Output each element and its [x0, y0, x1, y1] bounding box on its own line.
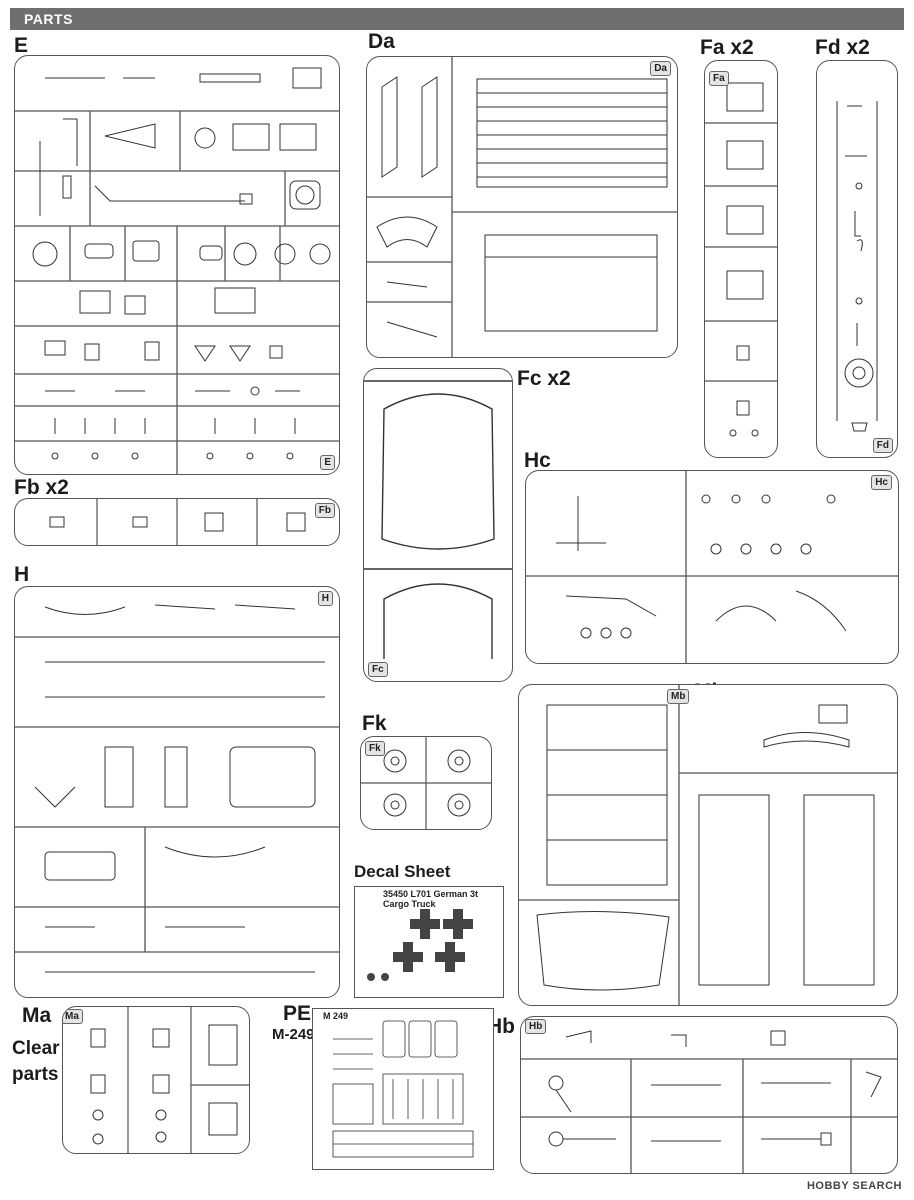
sprue-ma-tag: Ma: [63, 1009, 83, 1024]
sprue-fc-drawing: [364, 380, 512, 659]
sprue-fb-drawing: [49, 499, 306, 545]
label-pe-code: M-249: [272, 1026, 315, 1043]
label-clear: Clear: [12, 1038, 60, 1059]
label-hb: Hb: [487, 1015, 515, 1038]
sprue-fb: Fb: [14, 498, 340, 546]
label-ma: Ma: [22, 1004, 52, 1027]
sprue-fb-tag: Fb: [314, 503, 335, 518]
label-hc: Hc: [524, 449, 551, 472]
decal-sheet: 35450 L701 German 3t Cargo Truck: [354, 886, 504, 998]
sprue-hb: Hb: [520, 1016, 898, 1174]
label-h: H: [14, 563, 30, 586]
sprue-ma-drawing: [90, 1007, 249, 1153]
sprue-h: H: [14, 586, 340, 998]
sprue-da: Da: [366, 56, 678, 358]
sprue-fa-drawing: [705, 82, 777, 437]
sprue-e-tag: E: [320, 455, 335, 470]
pe-fret-drawing: [332, 1020, 474, 1158]
pe-fret-code: M 249: [323, 1011, 349, 1021]
sprue-hc: Hc: [525, 470, 899, 664]
label-parts: parts: [12, 1064, 59, 1085]
label-e: E: [14, 34, 29, 57]
sprue-mb-tag: Mb: [667, 689, 690, 704]
label-da: Da: [368, 30, 395, 53]
sprue-fk-tag: Fk: [365, 741, 385, 756]
sprue-e: E: [14, 55, 340, 475]
decal-sheet-title: 35450 L701 German 3t Cargo Truck: [383, 889, 479, 909]
sprue-h-tag: H: [317, 591, 333, 606]
sprue-fc-tag: Fc: [368, 662, 388, 677]
sprue-h-drawing: [15, 604, 339, 973]
parts-header-bar: PARTS: [10, 8, 904, 30]
label-fb: Fb x2: [14, 476, 69, 499]
label-fa: Fa x2: [700, 36, 754, 59]
sprue-fd-drawing: [836, 101, 878, 432]
sprue-ma: Ma: [62, 1006, 250, 1154]
sprue-da-tag: Da: [650, 61, 671, 76]
sprue-fd-tag: Fd: [872, 438, 893, 453]
sprue-hb-drawing: [521, 1030, 897, 1173]
label-decal-sheet: Decal Sheet: [354, 862, 451, 881]
label-fk: Fk: [362, 712, 387, 735]
pe-fret: M 249: [312, 1008, 494, 1170]
decal-sheet-drawing: [367, 909, 473, 981]
sprue-fa: Fa: [704, 60, 778, 458]
hobby-search-watermark: HOBBY SEARCH: [806, 1180, 902, 1192]
sprue-fc: Fc: [363, 368, 513, 682]
label-fd: Fd x2: [815, 36, 870, 59]
sprue-e-drawing: [15, 67, 339, 474]
sprue-da-drawing: [367, 57, 677, 357]
sprue-fk-drawing: [361, 737, 491, 829]
sprue-fa-tag: Fa: [709, 71, 729, 86]
parts-header-title: PARTS: [24, 11, 73, 27]
sprue-hb-tag: Hb: [525, 1019, 547, 1034]
sprue-fd: Fd: [816, 60, 898, 458]
label-fc: Fc x2: [517, 367, 571, 390]
sprue-hc-drawing: [526, 471, 898, 663]
sprue-hc-tag: Hc: [871, 475, 892, 490]
sprue-mb: Mb: [518, 684, 898, 1006]
sprue-mb-drawing: [519, 685, 897, 1005]
sprue-fk: Fk: [360, 736, 492, 830]
label-pe: PE: [283, 1002, 312, 1025]
